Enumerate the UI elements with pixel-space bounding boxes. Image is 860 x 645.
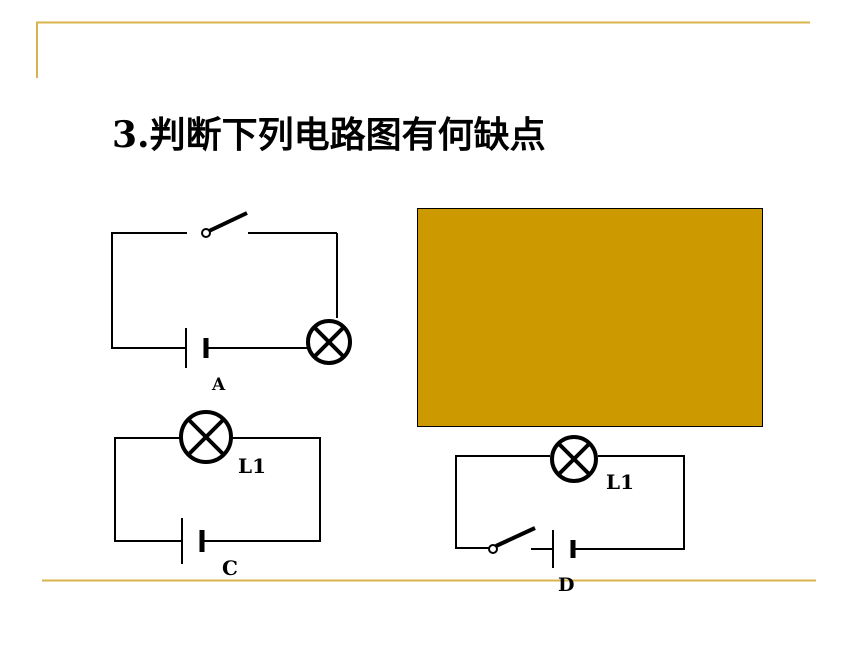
circuit-a-wire-top-left	[111, 232, 187, 349]
battery-icon	[552, 530, 576, 568]
circuit-c-label: C	[222, 556, 238, 580]
cover-panel	[417, 208, 763, 427]
battery-icon	[185, 328, 209, 368]
slide-frame	[36, 21, 816, 582]
slide-title: 3.判断下列电路图有何缺点	[112, 114, 546, 156]
circuit-d-label: D	[558, 574, 575, 596]
switch-icon	[488, 526, 536, 554]
circuit-c	[114, 410, 321, 564]
lamp-icon	[306, 319, 352, 365]
circuit-a	[111, 211, 352, 368]
switch-icon	[201, 211, 248, 238]
circuit-a-label: A	[212, 375, 226, 395]
lamp-icon	[179, 410, 233, 464]
circuit-d	[455, 435, 685, 568]
battery-icon	[181, 518, 205, 564]
circuit-c-wire-right	[202, 437, 321, 542]
circuit-c-lamp-label: L1	[238, 454, 266, 478]
circuit-c-wire-left	[114, 437, 182, 542]
lamp-icon	[550, 435, 598, 483]
circuit-d-wire-right	[573, 455, 685, 550]
circuit-d-lamp-label: L1	[606, 470, 634, 494]
circuit-d-wire-left	[455, 455, 550, 549]
